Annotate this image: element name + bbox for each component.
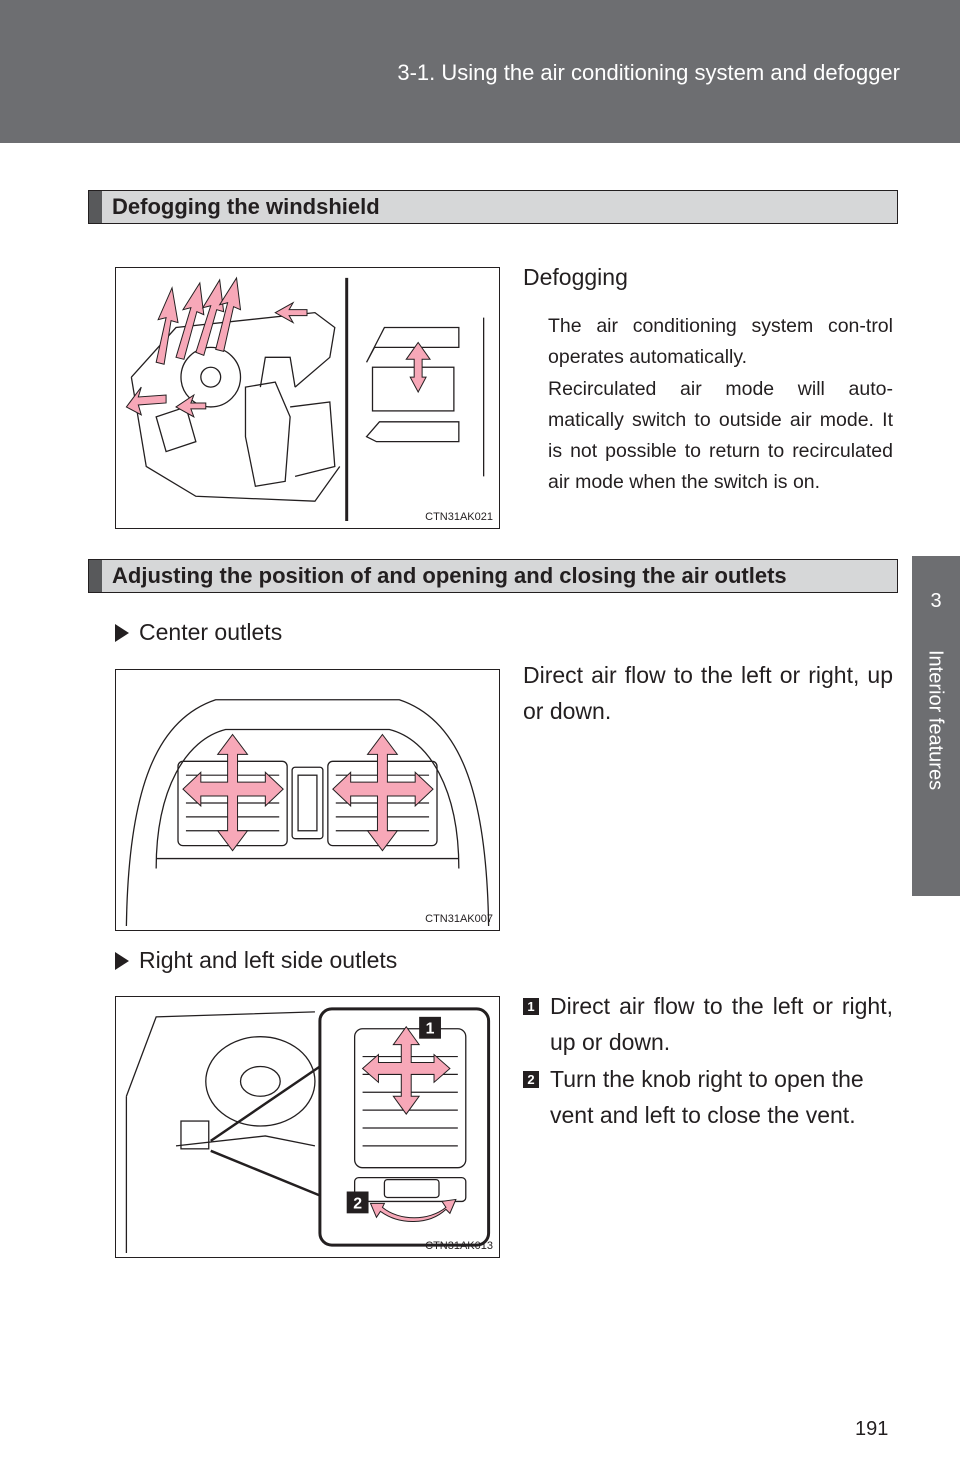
item-number-1: 1 — [523, 998, 539, 1015]
item-number-2: 2 — [523, 1071, 539, 1088]
section-heading-text: Defogging the windshield — [112, 194, 380, 219]
subheading-defogging: Defogging — [523, 264, 628, 290]
heading-bar — [89, 191, 102, 223]
figure-code: CTN31AK021 — [425, 511, 493, 523]
figure-code: CTN31AK013 — [425, 1240, 493, 1252]
center-outlets-illustration — [125, 699, 490, 927]
header-title: 3-1. Using the air conditioning system a… — [397, 60, 900, 85]
figure-center-outlets: CTN31AK007 — [115, 669, 500, 931]
svg-text:2: 2 — [353, 1195, 362, 1212]
side-outlets-item-1: Direct air flow to the left or right, up… — [550, 993, 893, 1055]
bullet-triangle-icon — [115, 623, 129, 642]
figure-side-outlets: 1 2 CTN31AK013 — [115, 996, 500, 1258]
bullet-center-outlets: Center outlets — [115, 619, 282, 646]
page-number: 191 — [855, 1418, 889, 1440]
bullet-label: Center outlets — [139, 619, 283, 645]
center-outlets-text: Direct air flow to the left or right, up… — [523, 662, 893, 724]
defogging-paragraph-1: The air conditioning system con-trol ope… — [548, 315, 893, 368]
chapter-tab — [912, 556, 960, 896]
section-heading-air-outlets: Adjusting the position of and opening an… — [88, 559, 898, 593]
svg-text:1: 1 — [426, 1021, 435, 1038]
figure-defogging: CTN31AK021 — [115, 267, 500, 529]
side-outlets-illustration: 1 2 — [125, 1007, 491, 1254]
bullet-label: Right and left side outlets — [139, 947, 398, 973]
bullet-triangle-icon — [115, 951, 129, 970]
side-outlets-item-2: Turn the knob right to open the vent and… — [550, 1066, 864, 1128]
section-heading-text: Adjusting the position of and opening an… — [112, 563, 787, 588]
figure-code: CTN31AK007 — [425, 913, 493, 925]
page-header: 3-1. Using the air conditioning system a… — [0, 0, 960, 143]
defogging-illustration — [125, 276, 485, 522]
chapter-label: Interior features — [924, 650, 947, 791]
bullet-side-outlets: Right and left side outlets — [115, 947, 397, 974]
heading-bar — [89, 560, 102, 592]
defogging-paragraph-2: Recirculated air mode will auto-maticall… — [548, 378, 893, 493]
section-heading-defogging: Defogging the windshield — [88, 190, 898, 224]
chapter-number: 3 — [930, 590, 942, 612]
